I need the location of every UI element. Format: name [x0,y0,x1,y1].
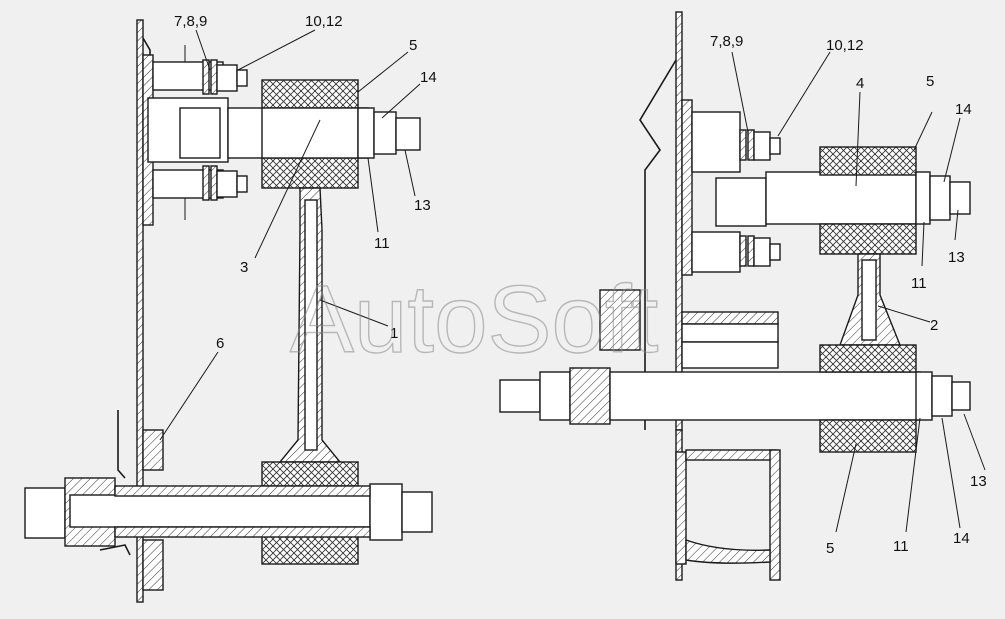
label-4: 4 [856,75,864,92]
label-2: 2 [930,317,938,334]
label-14: 14 [420,69,437,86]
left-leaders [159,29,421,441]
label-1: 1 [390,325,398,342]
label-11: 11 [893,538,909,555]
label-7-8-9: 7,8,9 [710,33,743,50]
label-6: 6 [216,335,224,352]
label-5: 5 [826,540,834,557]
left-lower-axle [24,410,433,591]
label-14: 14 [955,101,972,118]
right-leaders [731,51,986,533]
left-view: 7,8,9 10,12 5 14 13 11 3 1 6 [24,13,437,603]
right-channel [599,289,779,369]
label-13: 13 [970,473,987,490]
right-lower-channel [675,449,781,581]
right-beam [839,253,902,346]
label-7-8-9: 7,8,9 [174,13,207,30]
label-11: 11 [911,275,927,292]
watermark-text: AutoSoft [290,266,658,373]
label-13: 13 [414,197,431,214]
label-5: 5 [409,37,417,54]
label-10-12: 10,12 [305,13,343,30]
left-upper-bracket [142,45,248,226]
right-upper-bracket [681,99,781,276]
right-upper-roller [765,146,971,255]
label-13: 13 [948,249,965,266]
left-upper-roller [227,79,421,189]
right-view: 7,8,9 10,12 4 5 14 13 11 2 13 14 11 5 [499,11,987,581]
label-5: 5 [926,73,934,90]
label-11: 11 [374,235,390,252]
label-14: 14 [953,530,970,547]
right-lower-roller [499,344,971,453]
label-10-12: 10,12 [826,37,864,54]
label-3: 3 [240,259,248,276]
